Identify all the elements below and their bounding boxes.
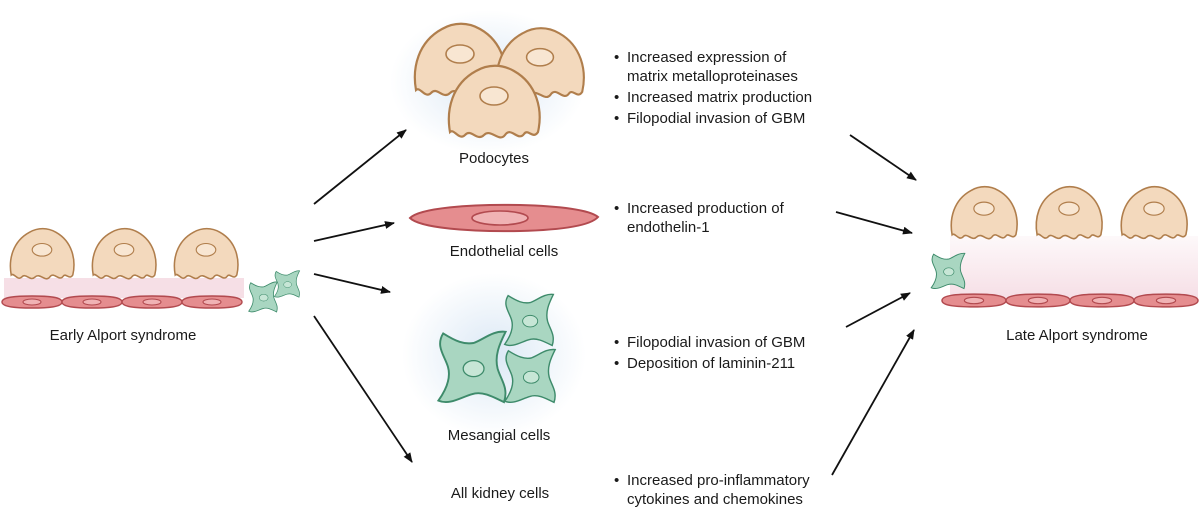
endothelial-effects: Increased production of endothelin-1 [614, 199, 784, 239]
arrow-mesangial-to-late [845, 292, 911, 328]
arrow-to-mesangial [313, 273, 391, 294]
podocytes-effect-item: Filopodial invasion of GBM [614, 109, 812, 128]
podocytes-effect-item: Increased expression of matrix metallopr… [614, 48, 812, 86]
late-gbm-band [950, 236, 1198, 298]
mesangial-label: Mesangial cells [447, 427, 551, 444]
endothelial-label: Endothelial cells [449, 243, 559, 260]
late-podocytes [950, 185, 1188, 240]
all-kidney-effect-item: Increased pro-inflammatory cytokines and… [614, 471, 810, 509]
arrow-all-kidney-to-late [831, 329, 915, 476]
all-kidney-effects: Increased pro-inflammatory cytokines and… [614, 471, 810, 511]
arrow-endothelial-to-late [835, 211, 913, 235]
early-podocytes [9, 227, 239, 280]
mesangial-illustration [402, 273, 586, 437]
early-gbm-band [4, 278, 244, 298]
early-mesangial-cells [248, 270, 300, 313]
mesangial-effect-item: Deposition of laminin-211 [614, 354, 805, 373]
early-alport-illustration [1, 227, 300, 313]
early-alport-label: Early Alport syndrome [49, 327, 197, 344]
podocytes-label: Podocytes [458, 150, 530, 167]
mesangial-effect-item: Filopodial invasion of GBM [614, 333, 805, 352]
arrow-to-all-kidney [313, 315, 413, 463]
arrow-to-podocytes [313, 129, 407, 205]
arrows [313, 129, 917, 476]
late-mesangial-cell [930, 252, 966, 290]
endothelial-cell-illustration [408, 203, 600, 233]
late-alport-label: Late Alport syndrome [1006, 327, 1148, 344]
arrow-to-endothelial [313, 221, 395, 242]
podocytes-illustration [390, 10, 586, 154]
podocytes-effect-item: Increased matrix production [614, 88, 812, 107]
endothelial-effect-item: Increased production of endothelin-1 [614, 199, 784, 237]
all-kidney-label: All kidney cells [450, 485, 550, 502]
arrow-podocytes-to-late [849, 134, 917, 181]
late-alport-illustration [930, 185, 1199, 308]
mesangial-effects: Filopodial invasion of GBM Deposition of… [614, 333, 805, 375]
podocytes-effects: Increased expression of matrix metallopr… [614, 48, 812, 130]
